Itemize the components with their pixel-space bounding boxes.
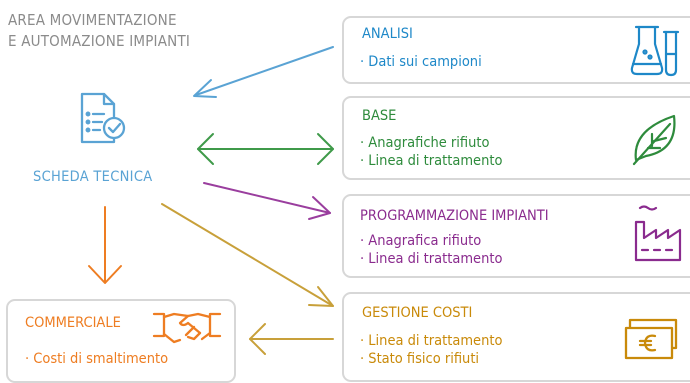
document-check-icon — [80, 92, 126, 144]
lab-flasks-icon — [630, 25, 680, 77]
box-programmazione-item: · Linea di trattamento — [360, 251, 503, 267]
arrow-analisi-to-scheda — [193, 46, 334, 98]
handshake-icon — [152, 312, 222, 344]
connector-arrows — [88, 46, 334, 355]
box-analisi-items: · Dati sui campioni — [360, 53, 482, 71]
box-analisi-item: · Dati sui campioni — [360, 54, 482, 70]
box-commerciale-title: COMMERCIALE — [25, 315, 121, 331]
euro-banknote-icon — [624, 318, 678, 360]
box-gestione: GESTIONE COSTI · Linea di trattamento · … — [342, 292, 690, 382]
box-base-item: · Anagrafiche rifiuto — [360, 135, 490, 151]
arrow-scheda-base-bidirectional — [197, 133, 334, 165]
header-line-2: E AUTOMAZIONE IMPIANTI — [8, 32, 191, 50]
arrow-scheda-to-programmazione — [203, 182, 331, 220]
box-base-item: · Linea di trattamento — [360, 153, 503, 169]
box-gestione-item: · Linea di trattamento — [360, 333, 503, 349]
box-gestione-items: · Linea di trattamento · Stato fisico ri… — [360, 332, 502, 368]
box-base: BASE · Anagrafiche rifiuto · Linea di tr… — [342, 96, 690, 180]
box-programmazione-title: PROGRAMMAZIONE IMPIANTI — [360, 208, 549, 224]
box-gestione-title: GESTIONE COSTI — [362, 305, 473, 321]
arrow-scheda-to-gestione — [161, 203, 334, 307]
box-programmazione-items: · Anagrafica rifiuto · Linea di trattame… — [360, 232, 502, 268]
box-commerciale-items: · Costi di smaltimento — [25, 350, 168, 368]
arrow-scheda-to-commerciale — [88, 206, 122, 284]
box-base-items: · Anagrafiche rifiuto · Linea di trattam… — [360, 134, 502, 170]
scheda-tecnica-label: SCHEDA TECNICA — [33, 169, 153, 185]
arrow-gestione-to-commerciale — [249, 323, 334, 355]
box-programmazione: PROGRAMMAZIONE IMPIANTI · Anagrafica rif… — [342, 194, 690, 278]
box-programmazione-item: · Anagrafica rifiuto — [360, 233, 482, 249]
factory-icon — [634, 205, 682, 262]
box-analisi-title: ANALISI — [362, 26, 413, 42]
box-base-title: BASE — [362, 108, 397, 124]
diagram-header: AREA MOVIMENTAZIONE E AUTOMAZIONE IMPIAN… — [8, 10, 190, 52]
header-line-1: AREA MOVIMENTAZIONE — [8, 11, 177, 29]
box-gestione-item: · Stato fisico rifiuti — [360, 351, 480, 367]
leaf-icon — [632, 114, 676, 166]
box-commerciale-item: · Costi di smaltimento — [25, 351, 169, 367]
